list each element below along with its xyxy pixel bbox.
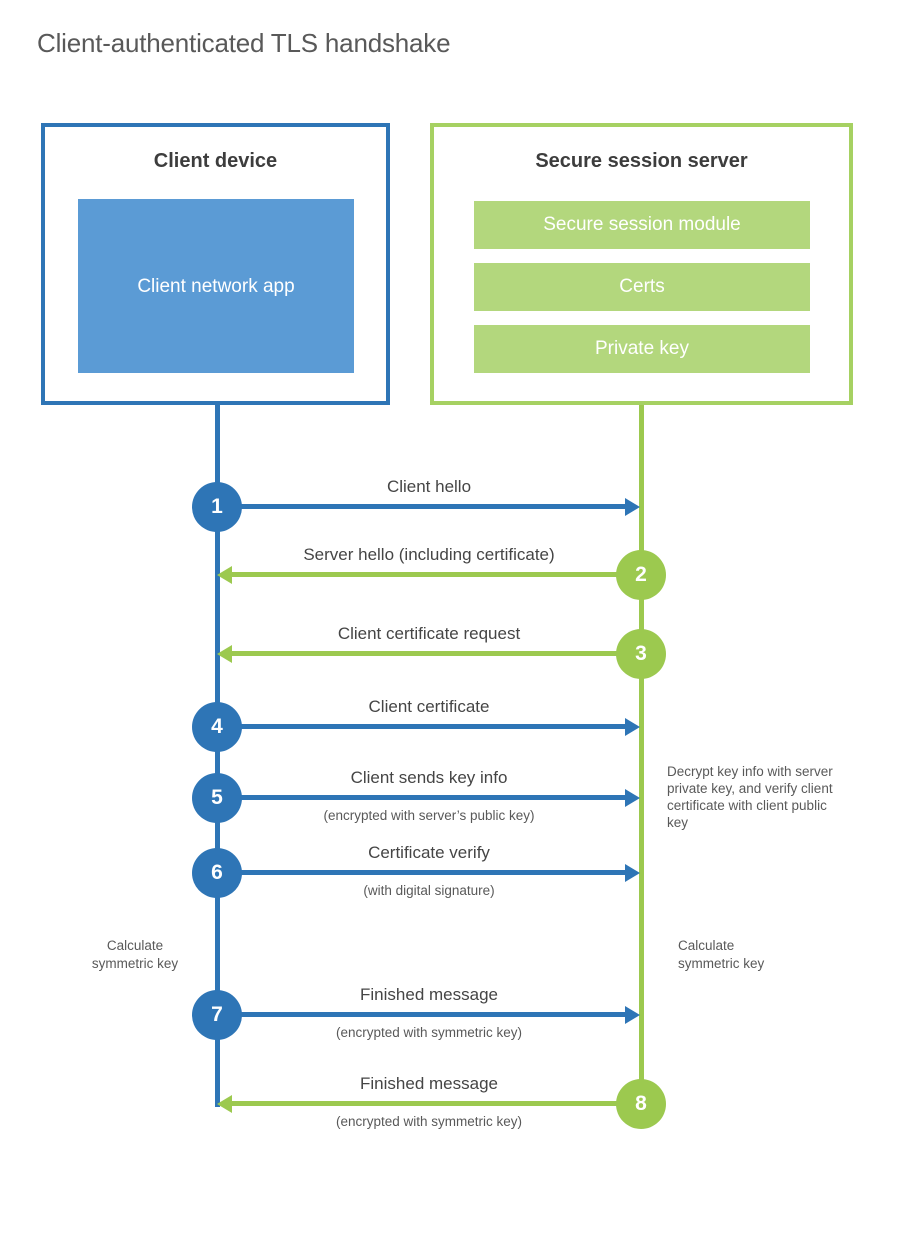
step-badge: 1 (192, 482, 242, 532)
arrow-head-right-icon (625, 1006, 640, 1024)
arrow-head-left-icon (217, 1095, 232, 1113)
message-arrow (232, 651, 641, 656)
step-badge: 2 (616, 550, 666, 600)
message-label: Certificate verify (368, 843, 490, 862)
message-label: Client hello (386, 477, 472, 496)
server-module-certs: Certs (474, 263, 810, 311)
server-module-secure-session: Secure session module (474, 201, 810, 249)
message-arrow (232, 572, 641, 577)
message-arrow (217, 795, 625, 800)
calc-symmetric-key-left-note: Calculate symmetric key (91, 938, 179, 971)
step-badge: 3 (616, 629, 666, 679)
client-lifeline (215, 405, 220, 1107)
client-device-title: Client device (153, 150, 278, 172)
message-label: Finished message (360, 985, 498, 1004)
calc-symmetric-key-right-note: Calculate symmetric key (678, 938, 765, 971)
message-sublabel: (with digital signature) (363, 883, 495, 898)
page-title: Client-authenticated TLS handshake (37, 28, 451, 58)
step-badge: 5 (192, 773, 242, 823)
step-badge: 7 (192, 990, 242, 1040)
message-label: Client certificate request (337, 624, 521, 643)
step-badge: 6 (192, 848, 242, 898)
message-arrow (217, 724, 625, 729)
decrypt-key-note: Decrypt key info with server private key… (667, 764, 833, 830)
arrow-head-left-icon (217, 566, 232, 584)
message-arrow (217, 504, 625, 509)
message-arrow (217, 870, 625, 875)
step-badge: 8 (616, 1079, 666, 1129)
message-sublabel: (encrypted with server’s public key) (323, 808, 535, 823)
server-module-private-key: Private key (474, 325, 810, 373)
arrow-head-right-icon (625, 498, 640, 516)
message-arrow (232, 1101, 641, 1106)
message-label: Client certificate (368, 697, 490, 716)
message-label: Finished message (360, 1074, 498, 1093)
arrow-head-left-icon (217, 645, 232, 663)
secure-session-server-title: Secure session server (535, 150, 748, 172)
arrow-head-right-icon (625, 718, 640, 736)
arrow-head-right-icon (625, 864, 640, 882)
arrow-head-right-icon (625, 789, 640, 807)
message-label: Client sends key info (350, 768, 508, 787)
message-arrow (217, 1012, 625, 1017)
server-lifeline (639, 405, 644, 1107)
step-badge: 4 (192, 702, 242, 752)
message-label: Server hello (including certificate) (303, 545, 555, 564)
message-sublabel: (encrypted with symmetric key) (335, 1114, 523, 1129)
client-network-app-box: Client network app (78, 199, 354, 373)
message-sublabel: (encrypted with symmetric key) (335, 1025, 523, 1040)
